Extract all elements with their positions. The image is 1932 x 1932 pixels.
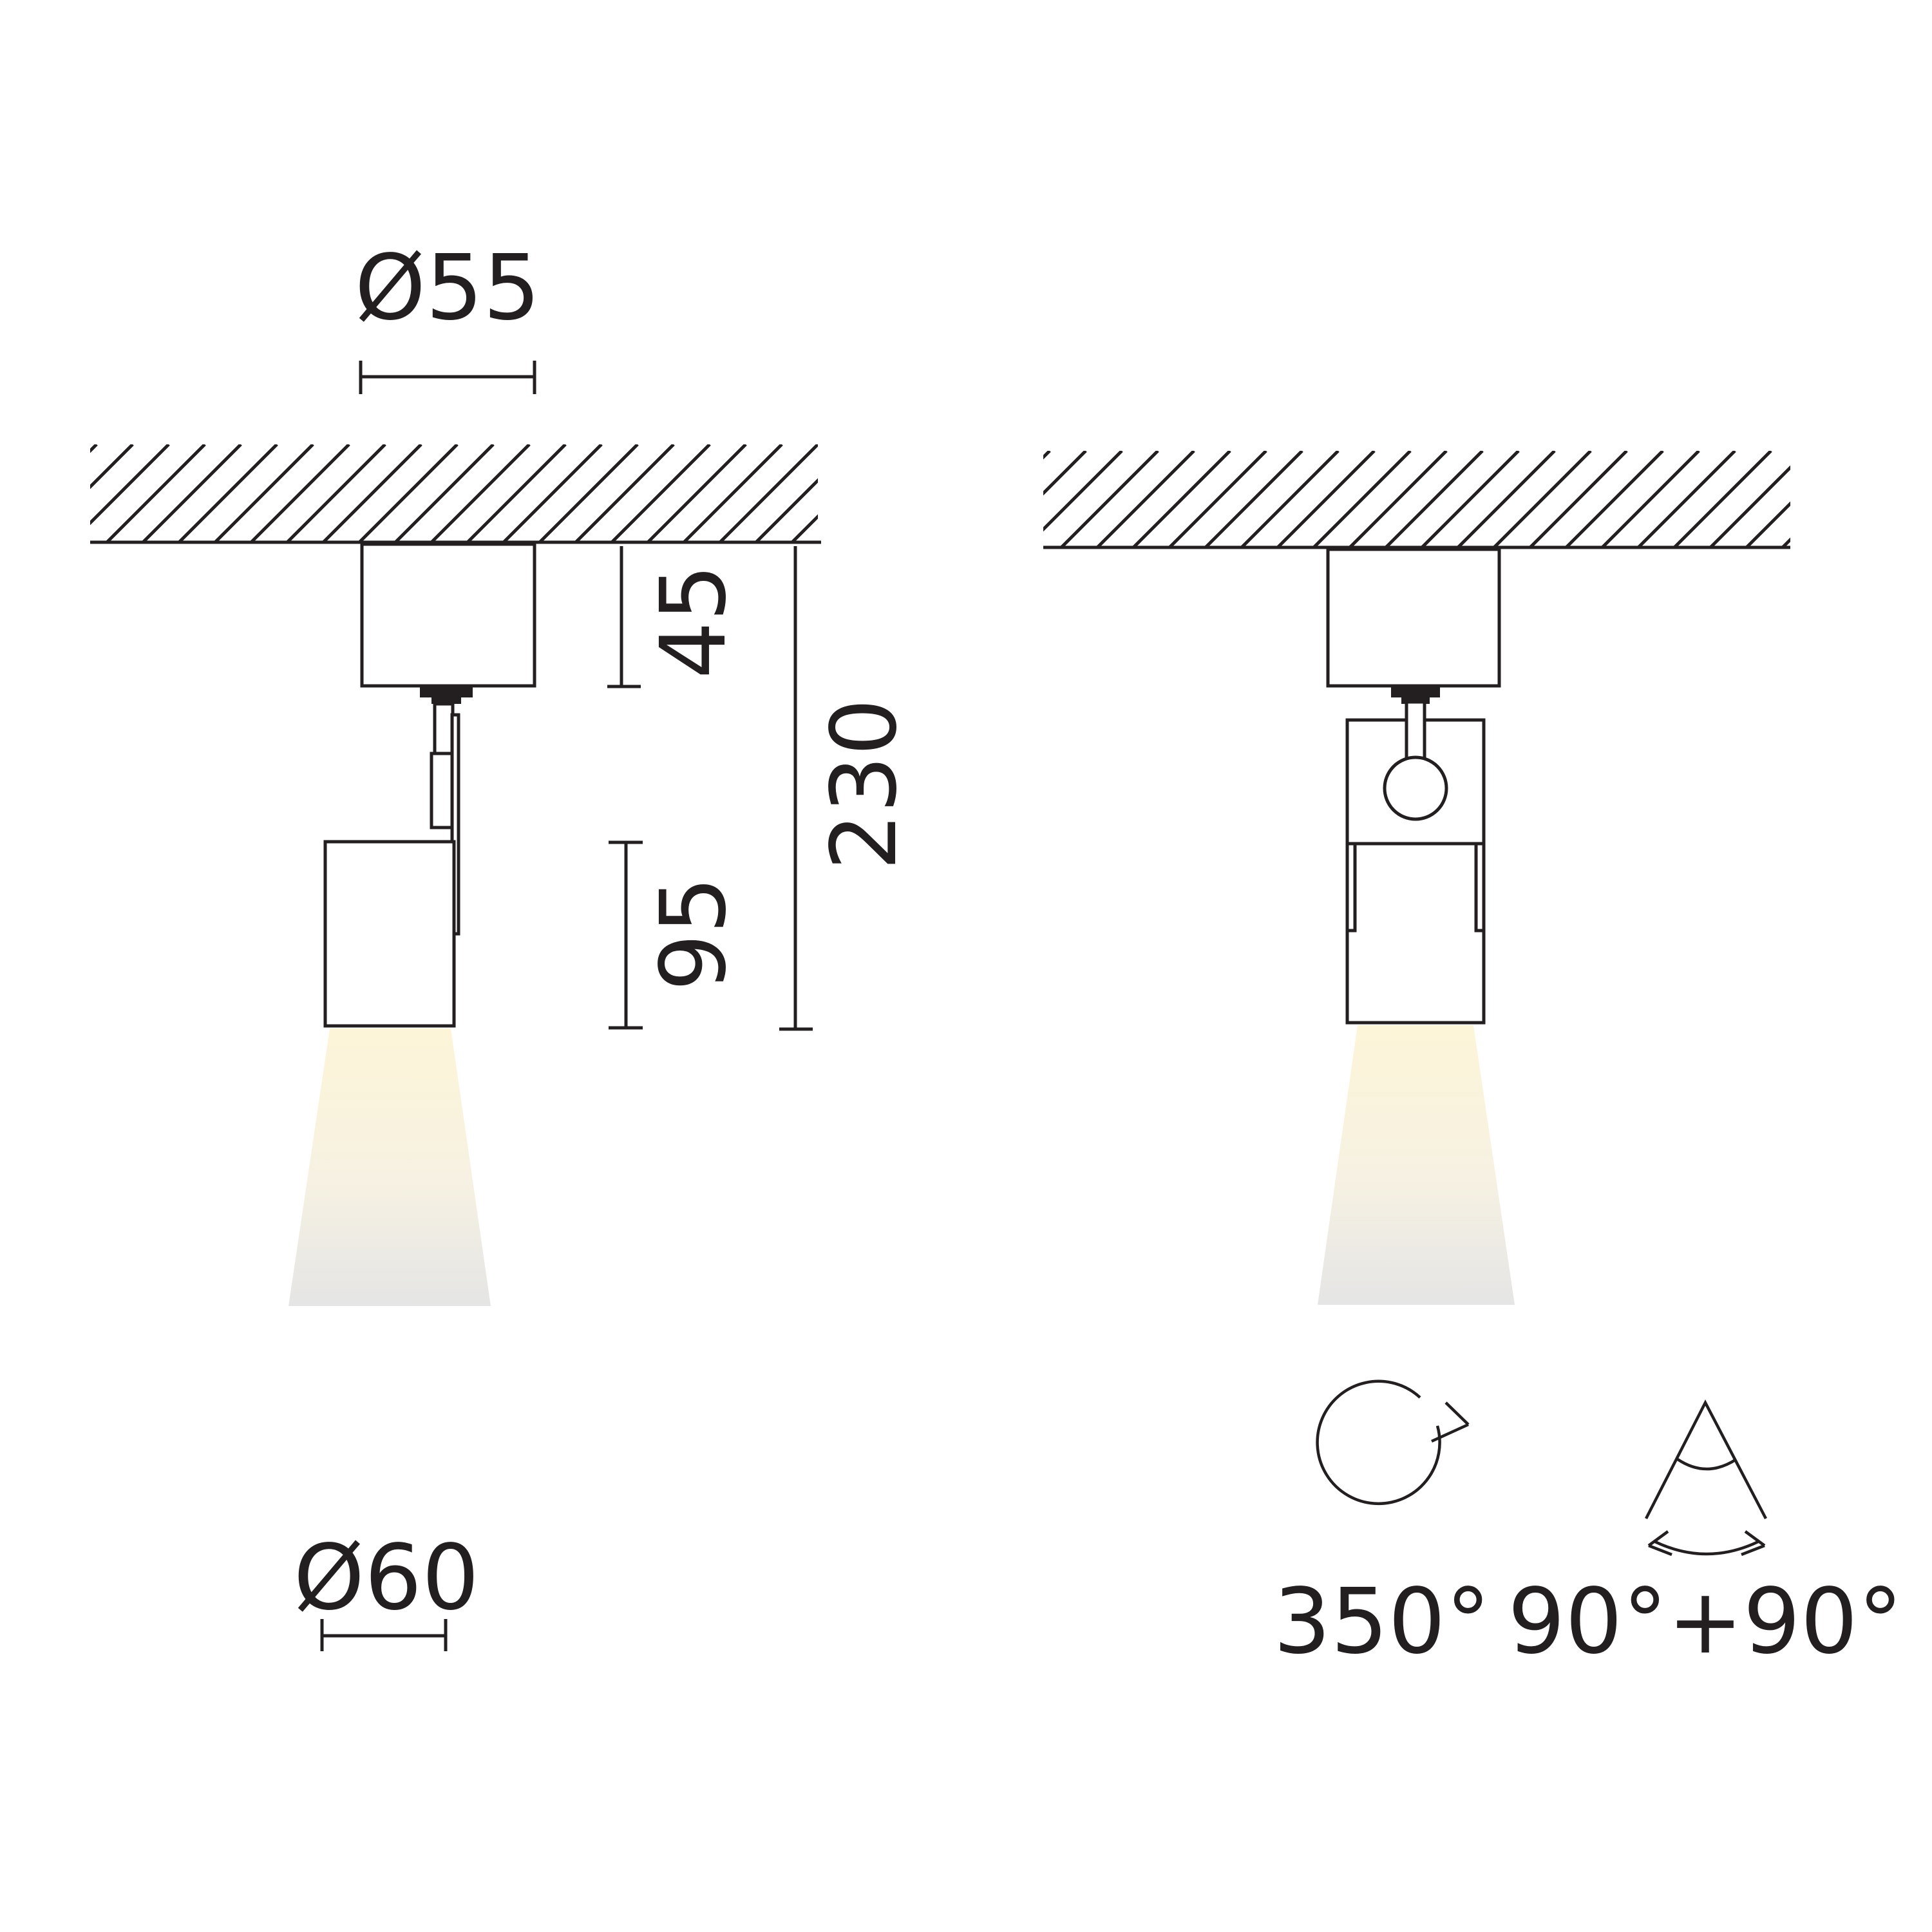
tilt-label: 90°+90° <box>1508 1569 1903 1674</box>
base-connector <box>420 685 473 697</box>
hatch-line <box>647 444 747 542</box>
rotation-label: 350° <box>1273 1569 1490 1674</box>
hatch-line <box>430 444 531 542</box>
hatch-line <box>178 444 278 542</box>
ceiling-left <box>90 444 998 544</box>
hatch-line <box>358 444 459 542</box>
hatch-line <box>1457 451 1556 547</box>
hatch-line <box>1096 451 1195 547</box>
base-connector <box>1391 685 1440 697</box>
hatch-line <box>90 444 134 489</box>
yoke-side-right <box>1474 842 1486 933</box>
base-diameter-dimension: Ø55 <box>355 236 540 394</box>
base-diameter-label: Ø55 <box>355 236 540 341</box>
hatch-line <box>1529 451 1628 547</box>
hatch-line <box>1043 451 1087 496</box>
spotlight-fixture-side <box>289 542 536 1306</box>
hatch-line <box>574 444 675 542</box>
hatch-line <box>1240 451 1340 547</box>
hatch-line <box>1493 451 1592 547</box>
hatch-line <box>250 444 350 542</box>
head-height-dimension: 95 <box>609 840 746 1030</box>
tilt-icon-group: 90°+90° <box>1508 1399 1903 1674</box>
hatch-line <box>538 444 639 542</box>
hatch-line <box>1276 451 1376 547</box>
hatch-line <box>1312 451 1412 547</box>
light-beam <box>1318 1025 1515 1305</box>
hatch-line <box>106 444 206 542</box>
head-height-label: 95 <box>641 876 746 991</box>
base-height-label: 45 <box>641 564 746 679</box>
hatch-line <box>1781 537 1790 547</box>
hatch-line <box>611 444 711 542</box>
hatch-line <box>791 514 818 542</box>
tilt-angle-icon <box>1644 1399 1767 1557</box>
hatch-line <box>1060 451 1159 547</box>
ceiling-base <box>360 542 536 688</box>
head-diameter-dimension: Ø60 <box>294 1526 479 1651</box>
ceiling-right <box>1043 451 1932 549</box>
hatch-line <box>286 444 386 542</box>
hatch-line <box>1673 451 1772 547</box>
right-view: 350° 90°+90° <box>1043 451 1932 1674</box>
hatch-line <box>828 444 926 542</box>
head-diameter-label: Ø60 <box>294 1526 479 1631</box>
rotation-icon-group: 350° <box>1273 1379 1491 1674</box>
light-beam <box>289 1028 491 1306</box>
hatch-line <box>900 444 998 542</box>
hatch-line <box>1421 451 1520 547</box>
hatch-line <box>864 444 962 542</box>
hatch-line <box>1855 451 1932 547</box>
hatch-line <box>1565 451 1664 547</box>
hatch-line <box>142 444 242 542</box>
lamp-head <box>323 840 456 1028</box>
spotlight-fixture-front <box>1318 547 1515 1305</box>
hatch-line <box>1132 451 1231 547</box>
hatch-line <box>683 444 783 542</box>
left-view: Ø55 45 230 95 <box>90 236 998 1651</box>
tilt-pivot <box>1383 755 1448 821</box>
hatch-line <box>502 444 603 542</box>
hatch-line <box>1601 451 1700 547</box>
hatch-line <box>214 444 314 542</box>
support-rod <box>433 702 455 757</box>
hatch-line <box>394 444 495 542</box>
hatch-line <box>1637 451 1736 547</box>
yoke-side-left <box>1345 842 1357 933</box>
hatch-line <box>90 444 170 526</box>
hatch-line <box>1745 501 1790 547</box>
hatch-line <box>719 444 818 542</box>
base-height-dimension: 45 <box>607 546 746 688</box>
total-height-dimension: 230 <box>779 546 917 1031</box>
hatch-line <box>1709 465 1790 547</box>
hatch-line <box>1043 451 1123 532</box>
total-height-label: 230 <box>812 698 917 870</box>
hatch-line <box>466 444 567 542</box>
hatch-line <box>322 444 422 542</box>
hatch-line <box>90 444 98 453</box>
ceiling-base <box>1326 547 1501 688</box>
hatch-line <box>1819 451 1915 547</box>
hatch-line <box>755 478 818 542</box>
hatch-line <box>1204 451 1303 547</box>
hatch-line <box>1349 451 1448 547</box>
hatch-line <box>1385 451 1484 547</box>
hatch-line <box>1043 451 1051 460</box>
hatch-line <box>1168 451 1267 547</box>
rotate-arrow-icon <box>1316 1379 1470 1506</box>
